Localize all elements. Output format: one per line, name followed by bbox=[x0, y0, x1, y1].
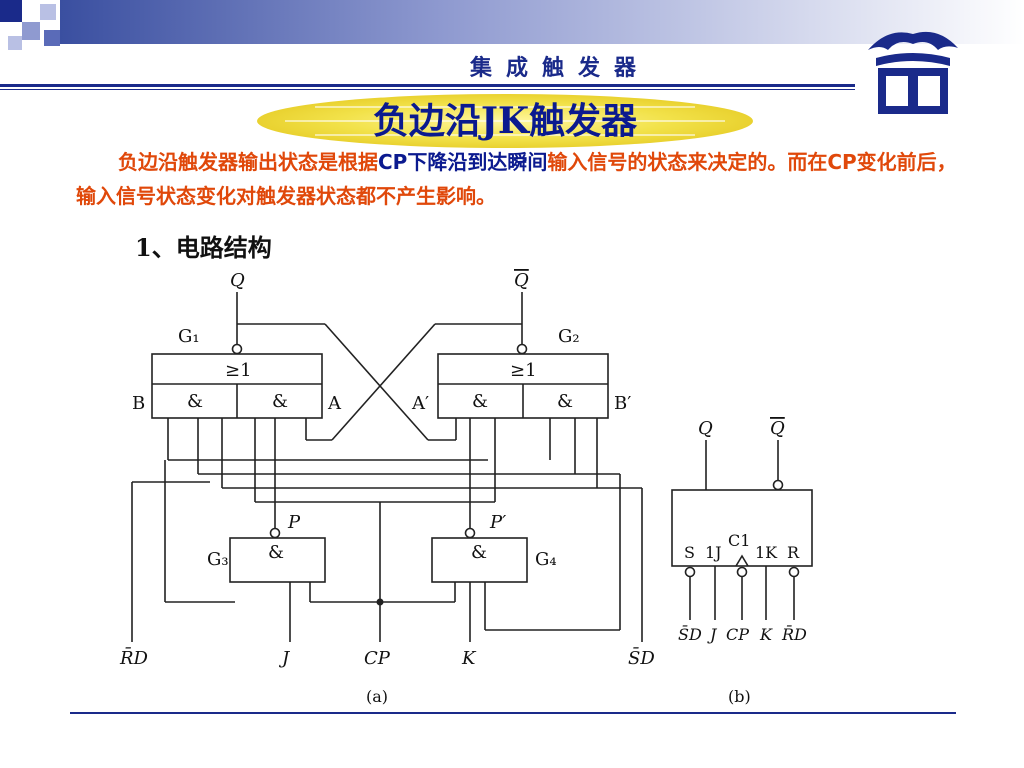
jk-flipflop-circuit-diagram: Q Q G₁ G₂ ≥1 ≥1 & & & & B A A′ B′ P P′ G… bbox=[119, 270, 813, 706]
label-and-g4: & bbox=[471, 542, 487, 563]
label-or-g1: ≥1 bbox=[225, 360, 252, 381]
junction-dot bbox=[376, 598, 384, 606]
label-j: J bbox=[278, 648, 291, 669]
sym-pin-rd: R̄D bbox=[781, 623, 807, 644]
section-heading: 1、电路结构 bbox=[135, 233, 272, 262]
label-or-g2: ≥1 bbox=[510, 360, 537, 381]
slide-title: 负边沿JK触发器 bbox=[372, 100, 638, 142]
header-title: 集成触发器 bbox=[470, 55, 651, 81]
emblem-logo bbox=[868, 31, 958, 114]
sym-label-q: Q bbox=[698, 418, 713, 439]
slide-title-banner: 负边沿JK触发器 bbox=[255, 92, 755, 150]
label-a: A bbox=[327, 393, 342, 414]
label-k: K bbox=[461, 648, 477, 669]
sym-label-1j: 1J bbox=[705, 543, 722, 562]
description-highlight: CP下降沿到达瞬间 bbox=[378, 150, 548, 174]
description-part-3: 输入信号的状态来决定的。而在CP变化前后，输入信号状态变化对触发器状态都不产生影… bbox=[76, 150, 957, 208]
caption-b: (b) bbox=[728, 687, 751, 706]
caption-a: (a) bbox=[366, 687, 388, 706]
label-b: B bbox=[132, 393, 145, 414]
label-and-1: & bbox=[187, 391, 203, 412]
sym-pin-cp: CP bbox=[726, 625, 749, 644]
gate-g3 bbox=[229, 537, 326, 583]
label-g3: G₃ bbox=[207, 549, 229, 570]
corner-decoration bbox=[0, 0, 60, 50]
sym-pin-k: K bbox=[759, 625, 773, 644]
label-sd: S̄D bbox=[628, 646, 655, 669]
label-cp: CP bbox=[364, 648, 391, 669]
top-gradient-bar bbox=[60, 0, 1024, 44]
label-p: P bbox=[287, 512, 301, 533]
label-and-3: & bbox=[472, 391, 488, 412]
label-and-2: & bbox=[272, 391, 288, 412]
title-banner-shape bbox=[257, 94, 753, 148]
label-q: Q bbox=[230, 270, 245, 291]
label-b-prime: B′ bbox=[614, 393, 631, 414]
description-part-1: 负边沿触发器输出状态是根据 bbox=[118, 150, 378, 174]
description-paragraph: 负边沿触发器输出状态是根据CP下降沿到达瞬间输入信号的状态来决定的。而在CP变化… bbox=[76, 145, 966, 213]
header-rule bbox=[0, 84, 855, 87]
sym-label-1k: 1K bbox=[755, 543, 778, 562]
sym-pin-sd: S̄D bbox=[678, 623, 702, 644]
sym-label-c1: C1 bbox=[728, 531, 750, 550]
label-and-g3: & bbox=[268, 542, 284, 563]
gate-g4 bbox=[431, 537, 528, 583]
sym-label-qbar: Q bbox=[770, 418, 785, 439]
sym-pin-j: J bbox=[707, 625, 718, 644]
label-and-4: & bbox=[557, 391, 573, 412]
label-g4: G₄ bbox=[535, 549, 557, 570]
sym-label-s: S bbox=[684, 543, 695, 562]
footer-rule bbox=[70, 712, 956, 714]
label-g2: G₂ bbox=[558, 326, 580, 347]
label-rd: R̄D bbox=[119, 646, 149, 669]
label-a-prime: A′ bbox=[411, 393, 429, 414]
flipflop-symbol bbox=[671, 489, 813, 567]
label-g1: G₁ bbox=[178, 326, 200, 347]
label-p-prime: P′ bbox=[489, 512, 506, 533]
label-qbar: Q bbox=[514, 270, 529, 291]
sym-label-r: R bbox=[787, 543, 800, 562]
header-rule-thin bbox=[0, 89, 855, 90]
